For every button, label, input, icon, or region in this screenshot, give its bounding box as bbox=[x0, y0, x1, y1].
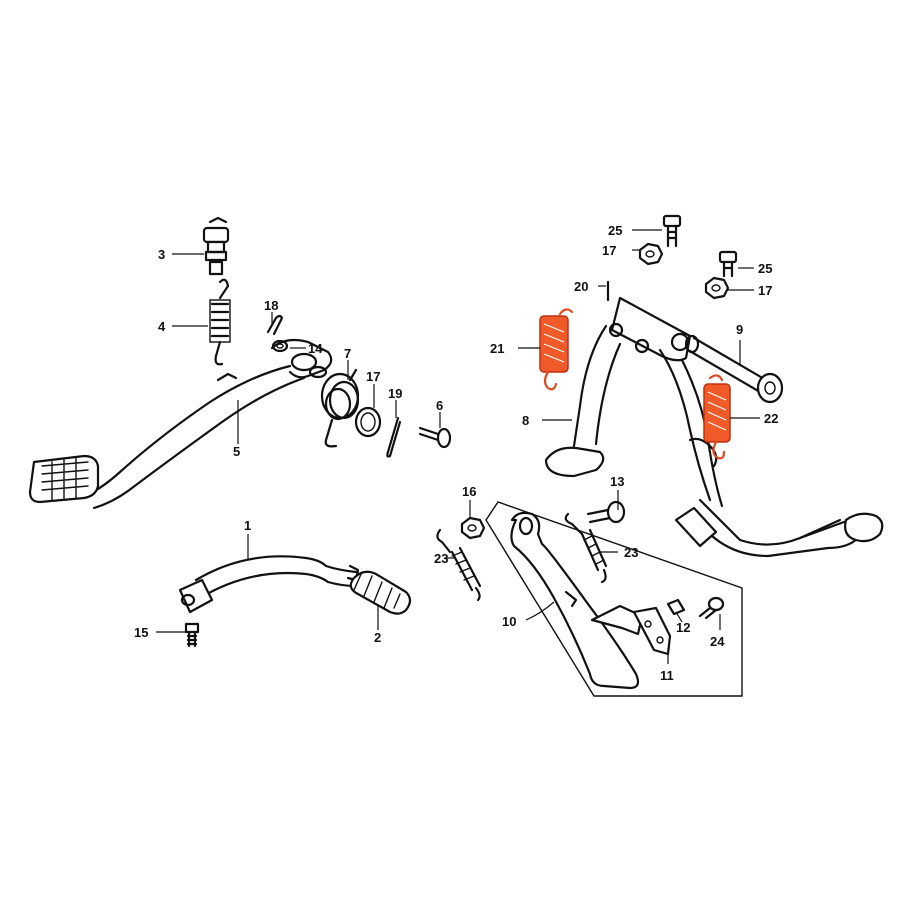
part-5-brake-pedal bbox=[28, 338, 333, 510]
callout-21: 19 bbox=[388, 386, 402, 401]
part-2-rubber bbox=[349, 570, 412, 615]
part-17-nut-lower bbox=[704, 276, 730, 300]
callout-16: 16 bbox=[462, 484, 476, 499]
callouts: 3 4 5 18 14 7 17 19 6 1 2 15 16 23 23 13… bbox=[134, 223, 778, 683]
callout-19: 18 bbox=[264, 298, 278, 313]
part-6-pin bbox=[418, 426, 452, 449]
callout-24: 24 bbox=[710, 634, 725, 649]
part-24-bolt bbox=[698, 596, 725, 620]
callout-17-lower: 17 bbox=[758, 283, 772, 298]
callout-4: 4 bbox=[158, 319, 166, 334]
part-18-ring bbox=[354, 406, 382, 438]
part-1-lever bbox=[178, 555, 360, 614]
callout-7: 7 bbox=[344, 346, 351, 361]
callout-3: 3 bbox=[158, 247, 165, 262]
callout-23-left: 23 bbox=[434, 551, 448, 566]
callout-22-right: 22 bbox=[764, 411, 778, 426]
callout-22-left: 21 bbox=[490, 341, 504, 356]
part-25-bolt-upper bbox=[662, 214, 682, 248]
callout-6: 6 bbox=[436, 398, 443, 413]
callout-1: 1 bbox=[244, 518, 251, 533]
part-16-nut bbox=[460, 516, 486, 540]
part-22-spring-right-highlight bbox=[703, 374, 731, 460]
part-23-spring-right bbox=[564, 512, 608, 584]
callout-8: 8 bbox=[522, 413, 529, 428]
part-19-clip bbox=[266, 314, 284, 336]
part-22-spring-left-highlight bbox=[539, 308, 574, 391]
callout-15: 15 bbox=[134, 625, 148, 640]
part-3-pivot-bolt bbox=[202, 216, 230, 276]
part-21-cotter-pin bbox=[386, 416, 402, 458]
callout-17-upper: 17 bbox=[602, 243, 616, 258]
part-14-washer bbox=[271, 339, 289, 353]
callout-18: 17 bbox=[366, 369, 380, 384]
callout-2: 2 bbox=[374, 630, 381, 645]
part-17-nut-upper bbox=[638, 242, 664, 266]
callout-9: 9 bbox=[736, 322, 743, 337]
part-11-bracket bbox=[590, 604, 672, 656]
leader-lines bbox=[156, 229, 760, 664]
part-10-side-stand-group bbox=[485, 501, 743, 697]
callout-25-upper: 25 bbox=[608, 223, 622, 238]
callout-25-lower: 25 bbox=[758, 261, 772, 276]
part-15-bolt bbox=[184, 622, 200, 648]
part-7-return-spring bbox=[320, 368, 360, 448]
part-4-spring bbox=[209, 278, 231, 366]
callout-5: 5 bbox=[233, 444, 240, 459]
callout-20: 20 bbox=[574, 279, 588, 294]
callout-13: 13 bbox=[610, 474, 624, 489]
callout-23-right: 23 bbox=[624, 545, 638, 560]
callout-11: 11 bbox=[660, 668, 674, 683]
callout-10: 10 bbox=[502, 614, 516, 629]
part-25-bolt-lower bbox=[718, 250, 738, 278]
callout-14: 14 bbox=[308, 341, 323, 356]
part-8-main-stand bbox=[544, 296, 884, 558]
callout-12: 12 bbox=[676, 620, 690, 635]
part-13-bolt bbox=[586, 500, 626, 524]
part-12-collar bbox=[666, 598, 686, 616]
part-9-shaft bbox=[684, 334, 784, 404]
